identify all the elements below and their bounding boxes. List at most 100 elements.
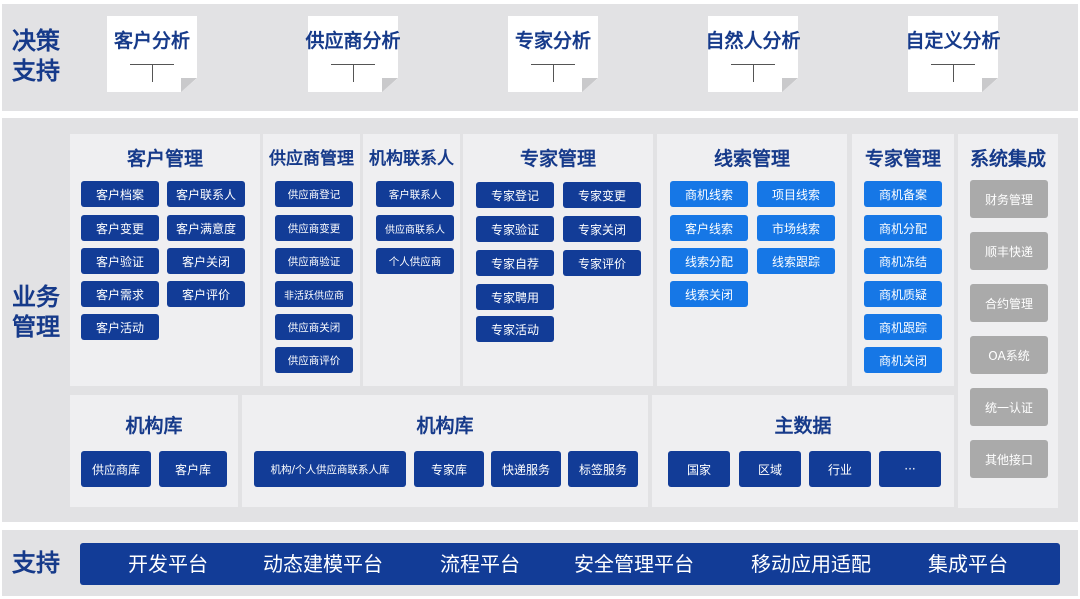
btn-customer-satisfaction[interactable]: 客户满意度 (167, 215, 245, 241)
btn-opportunity-freeze[interactable]: 商机冻结 (864, 248, 942, 274)
btn-opportunity-close[interactable]: 商机关闭 (864, 347, 942, 373)
btn-opportunity-assign[interactable]: 商机分配 (864, 215, 942, 241)
panel-title: 供应商管理 (269, 149, 354, 169)
btn-other-interfaces[interactable]: 其他接口 (970, 440, 1048, 478)
panel-title: 机构联系人 (369, 149, 454, 169)
panel-title: 机构库 (416, 415, 474, 437)
doc-title: 专家分析 (514, 30, 591, 52)
btn-supplier-close[interactable]: 供应商关闭 (275, 314, 353, 340)
support-dynamic-modeling[interactable]: 动态建模平台 (263, 552, 383, 576)
support-integration-platform[interactable]: 集成平台 (928, 552, 1008, 576)
btn-inactive-supplier[interactable]: 非活跃供应商 (275, 281, 353, 307)
btn-contact-library[interactable]: 机构/个人供应商联系人库 (254, 451, 406, 487)
btn-individual-supplier[interactable]: 个人供应商 (376, 248, 454, 274)
tee-line (931, 64, 975, 65)
btn-expert-self-recommend[interactable]: 专家自荐 (476, 250, 554, 276)
tee-line (331, 64, 375, 65)
btn-opportunity-lead[interactable]: 商机线索 (670, 181, 748, 207)
btn-supplier-change[interactable]: 供应商变更 (275, 215, 353, 241)
support-platform-bar: 开发平台 动态建模平台 流程平台 安全管理平台 移动应用适配 集成平台 (80, 543, 1060, 585)
support-process-platform[interactable]: 流程平台 (440, 552, 520, 576)
btn-project-lead[interactable]: 项目线索 (757, 181, 835, 207)
tee-line (531, 64, 575, 65)
btn-customer-contact[interactable]: 客户联系人 (167, 181, 245, 207)
expert-management-panel: 专家管理 专家登记 专家变更 专家验证 专家关闭 专家自荐 专家评价 专家聘用 … (463, 134, 653, 386)
btn-lead-track[interactable]: 线索跟踪 (757, 248, 835, 274)
panel-title: 机构库 (125, 415, 183, 437)
support-label: 支持 (12, 549, 60, 577)
btn-lead-assign[interactable]: 线索分配 (670, 248, 748, 274)
doc-supplier-analysis[interactable]: 供应商分析 (305, 16, 401, 92)
btn-opportunity-question[interactable]: 商机质疑 (864, 281, 942, 307)
panel-title: 专家管理 (519, 148, 596, 170)
btn-customer-change[interactable]: 客户变更 (81, 215, 159, 241)
btn-expert-verify[interactable]: 专家验证 (476, 216, 554, 242)
btn-sf-express[interactable]: 顺丰快递 (970, 232, 1048, 270)
btn-customer-review[interactable]: 客户评价 (167, 281, 245, 307)
btn-country[interactable]: 国家 (668, 451, 730, 487)
doc-title: 客户分析 (113, 30, 190, 52)
btn-expert-activity[interactable]: 专家活动 (476, 316, 554, 342)
btn-industry[interactable]: 行业 (809, 451, 871, 487)
tee-line (130, 64, 174, 65)
doc-expert-analysis[interactable]: 专家分析 (508, 16, 598, 92)
decision-label-line2: 支持 (12, 57, 60, 85)
tee-line (731, 64, 775, 65)
btn-customer-close[interactable]: 客户关闭 (167, 248, 245, 274)
btn-unified-auth[interactable]: 统一认证 (970, 388, 1048, 426)
org-library-panel-2: 机构库 机构/个人供应商联系人库 专家库 快递服务 标签服务 (242, 395, 648, 507)
org-library-panel-1: 机构库 供应商库 客户库 (70, 395, 238, 507)
panel-title: 主数据 (774, 415, 832, 437)
btn-supplier-register[interactable]: 供应商登记 (275, 181, 353, 207)
doc-title: 供应商分析 (305, 30, 401, 52)
btn-supplier-review[interactable]: 供应商评价 (275, 347, 353, 373)
btn-opportunity-record[interactable]: 商机备案 (864, 181, 942, 207)
business-label-line2: 管理 (12, 313, 60, 341)
btn-lead-close[interactable]: 线索关闭 (670, 281, 748, 307)
btn-supplier-library[interactable]: 供应商库 (81, 451, 151, 487)
btn-org-supplier-contact[interactable]: 供应商联系人 (376, 215, 454, 241)
btn-contract[interactable]: 合约管理 (970, 284, 1048, 322)
doc-customer-analysis[interactable]: 客户分析 (107, 16, 197, 92)
btn-org-customer-contact[interactable]: 客户联系人 (376, 181, 454, 207)
panel-title: 专家管理 (864, 148, 941, 170)
org-contact-panel: 机构联系人 客户联系人 供应商联系人 个人供应商 (363, 134, 460, 386)
panel-title: 线索管理 (713, 148, 790, 170)
btn-tag-service[interactable]: 标签服务 (568, 451, 638, 487)
lead-management-panel: 线索管理 商机线索 项目线索 客户线索 市场线索 线索分配 线索跟踪 线索关闭 (657, 134, 847, 386)
supplier-management-panel: 供应商管理 供应商登记 供应商变更 供应商验证 非活跃供应商 供应商关闭 供应商… (263, 134, 360, 386)
btn-expert-close[interactable]: 专家关闭 (563, 216, 641, 242)
btn-customer-lead[interactable]: 客户线索 (670, 215, 748, 241)
btn-expert-register[interactable]: 专家登记 (476, 182, 554, 208)
btn-customer-verify[interactable]: 客户验证 (81, 248, 159, 274)
btn-expert-change[interactable]: 专家变更 (563, 182, 641, 208)
support-mobile-adapt[interactable]: 移动应用适配 (751, 552, 871, 576)
support-security-platform[interactable]: 安全管理平台 (574, 552, 694, 576)
btn-supplier-verify[interactable]: 供应商验证 (275, 248, 353, 274)
panel-title: 系统集成 (969, 148, 1046, 170)
decision-support-label: 决策 支持 (6, 26, 66, 86)
doc-title: 自然人分析 (705, 30, 801, 52)
doc-natural-person-analysis[interactable]: 自然人分析 (705, 16, 801, 92)
btn-customer-activity[interactable]: 客户活动 (81, 314, 159, 340)
btn-expert-library[interactable]: 专家库 (414, 451, 484, 487)
btn-finance[interactable]: 财务管理 (970, 180, 1048, 218)
btn-customer-library[interactable]: 客户库 (159, 451, 227, 487)
btn-market-lead[interactable]: 市场线索 (757, 215, 835, 241)
btn-expert-hire[interactable]: 专家聘用 (476, 284, 554, 310)
btn-customer-demand[interactable]: 客户需求 (81, 281, 159, 307)
btn-oa-system[interactable]: OA系统 (970, 336, 1048, 374)
btn-expert-review[interactable]: 专家评价 (563, 250, 641, 276)
opportunity-management-panel: 专家管理 商机备案 商机分配 商机冻结 商机质疑 商机跟踪 商机关闭 (852, 134, 954, 386)
doc-custom-analysis[interactable]: 自定义分析 (905, 16, 1001, 92)
btn-customer-file[interactable]: 客户档案 (81, 181, 159, 207)
customer-management-panel: 客户管理 客户档案 客户联系人 客户变更 客户满意度 客户验证 客户关闭 客户需… (70, 134, 260, 386)
btn-more[interactable]: ··· (879, 451, 941, 487)
btn-opportunity-track[interactable]: 商机跟踪 (864, 314, 942, 340)
btn-region[interactable]: 区域 (739, 451, 801, 487)
decision-label-line1: 决策 (12, 27, 60, 55)
support-dev-platform[interactable]: 开发平台 (128, 552, 208, 576)
system-integration-panel: 系统集成 财务管理 顺丰快递 合约管理 OA系统 统一认证 其他接口 (958, 134, 1058, 508)
doc-title: 自定义分析 (905, 30, 1001, 52)
btn-express-service[interactable]: 快递服务 (491, 451, 561, 487)
